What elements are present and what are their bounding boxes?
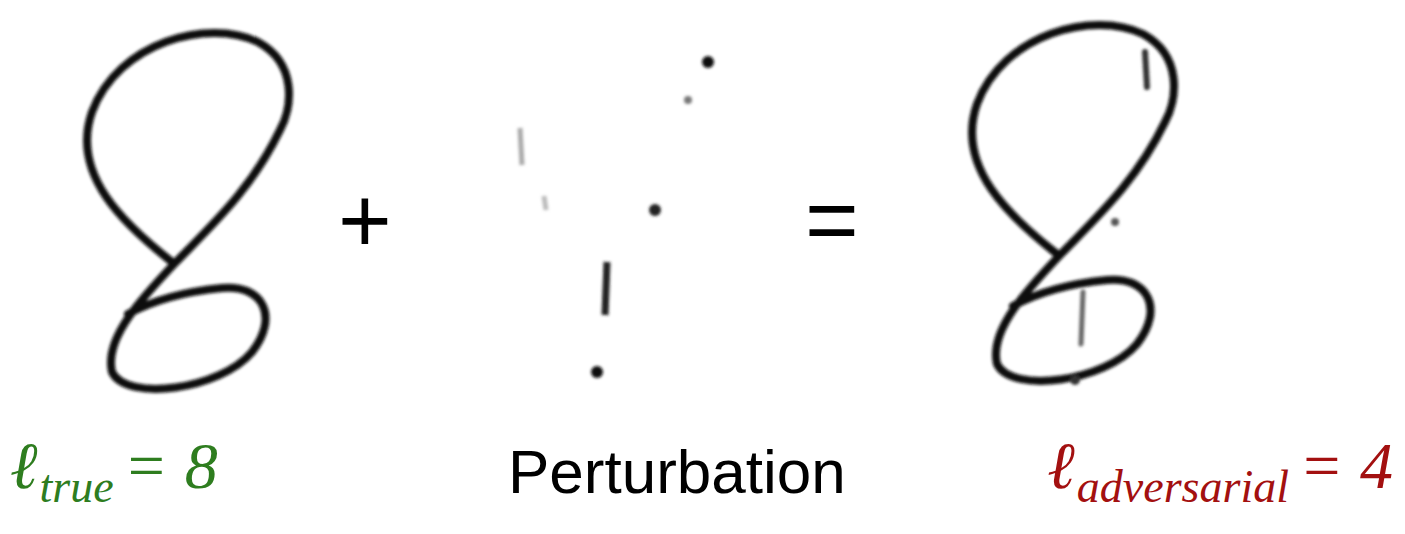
adversarial-digit [972, 25, 1174, 385]
perturbation-caption: Perturbation [508, 436, 846, 507]
label-value: = 8 [124, 429, 218, 502]
perturbation-pattern [520, 56, 714, 378]
original-digit [87, 33, 289, 389]
plus-sign: + [338, 168, 392, 274]
label-value: = 4 [1299, 429, 1393, 502]
label-subscript: true [40, 461, 114, 512]
label-subscript: adversarial [1077, 461, 1289, 512]
caption: Perturbation [508, 437, 846, 506]
label-symbol: ℓ [1047, 429, 1075, 502]
true-label: ℓtrue= 8 [10, 428, 218, 504]
adversarial-label: ℓadversarial= 4 [1047, 428, 1393, 504]
equals-sign: = [805, 168, 859, 274]
label-symbol: ℓ [10, 429, 38, 502]
operator-symbol: = [805, 169, 859, 271]
operator-symbol: + [338, 169, 392, 271]
